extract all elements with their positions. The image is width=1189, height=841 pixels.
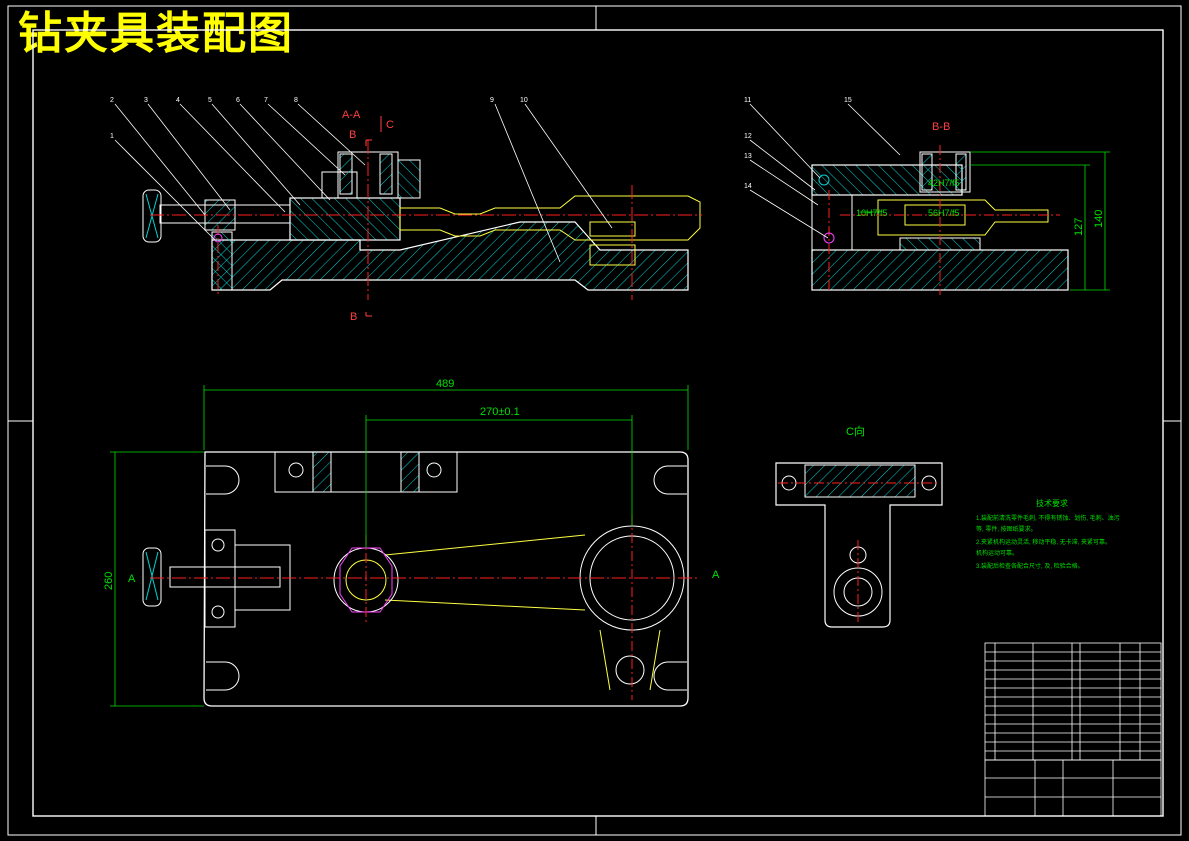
- fit-56: 56H7/f5: [928, 208, 960, 218]
- part-number-3: 3: [144, 97, 148, 104]
- section-bb-view: B-B 127 140 42H7/f5 10H7/f5 56H7/f5: [744, 97, 1110, 295]
- drawing-frame: [7, 5, 1182, 836]
- section-aa-view: A-A B C B: [110, 97, 702, 323]
- dim-260: 260: [103, 572, 115, 590]
- tech-note-line-4: 机构运动可靠。: [976, 549, 1018, 557]
- knob-icon: [142, 189, 162, 243]
- part-number-1: 1: [110, 133, 114, 140]
- part-number-7: 7: [264, 97, 268, 104]
- view-c-label: C向: [846, 424, 865, 438]
- drawing-title: 钻夹具装配图: [18, 8, 294, 59]
- cut-a-left: A: [128, 573, 136, 585]
- cut-c-label: C: [386, 119, 394, 131]
- tech-note-line-2: 等, 零件, 按图纸要求。: [976, 525, 1037, 533]
- tech-note-line-3: 2.夹紧机构运动灵活, 移动平稳, 无卡滞, 夹紧可靠。: [976, 538, 1111, 546]
- tech-notes-heading: 技术要求: [1036, 498, 1068, 508]
- part-number-2: 2: [110, 97, 114, 104]
- cut-b-top-label: B: [349, 129, 356, 141]
- fit-10: 10H7/f5: [856, 208, 888, 218]
- dim-140: 140: [1093, 210, 1105, 228]
- part-number-15: 15: [844, 97, 852, 104]
- part-number-4: 4: [176, 97, 180, 104]
- tech-notes: 技术要求 1.装配前清洗零件毛刺, 不得有锈蚀、划伤, 毛刺、油污 等, 零件,…: [976, 498, 1120, 570]
- tech-note-line-1: 1.装配前清洗零件毛刺, 不得有锈蚀、划伤, 毛刺、油污: [976, 514, 1120, 522]
- part-number-10: 10: [520, 97, 528, 104]
- part-number-8: 8: [294, 97, 298, 104]
- part-number-9: 9: [490, 97, 494, 104]
- fit-42: 42H7/f5: [928, 178, 960, 188]
- parts-list-table: [984, 642, 1162, 761]
- part-number-11: 11: [744, 97, 751, 104]
- part-number-12: 12: [744, 133, 752, 140]
- cut-b-bottom-label: B: [350, 311, 357, 323]
- tech-note-line-5: 3.装配后检查各配合尺寸, 及, 检验合格。: [976, 562, 1084, 570]
- part-number-5: 5: [208, 97, 212, 104]
- view-c: C向: [775, 424, 943, 628]
- cut-a-right: A: [712, 569, 720, 581]
- section-bb-label: B-B: [932, 121, 950, 133]
- title-block: [984, 759, 1162, 817]
- section-aa-label: A-A: [342, 109, 361, 121]
- part-number-14: 14: [744, 183, 752, 190]
- plan-view: 489 270±0.1 260 A A: [103, 378, 720, 707]
- part-number-6: 6: [236, 97, 240, 104]
- dim-489: 489: [436, 378, 454, 390]
- dim-270: 270±0.1: [480, 406, 520, 418]
- dim-127: 127: [1073, 218, 1085, 236]
- part-number-13: 13: [744, 153, 752, 160]
